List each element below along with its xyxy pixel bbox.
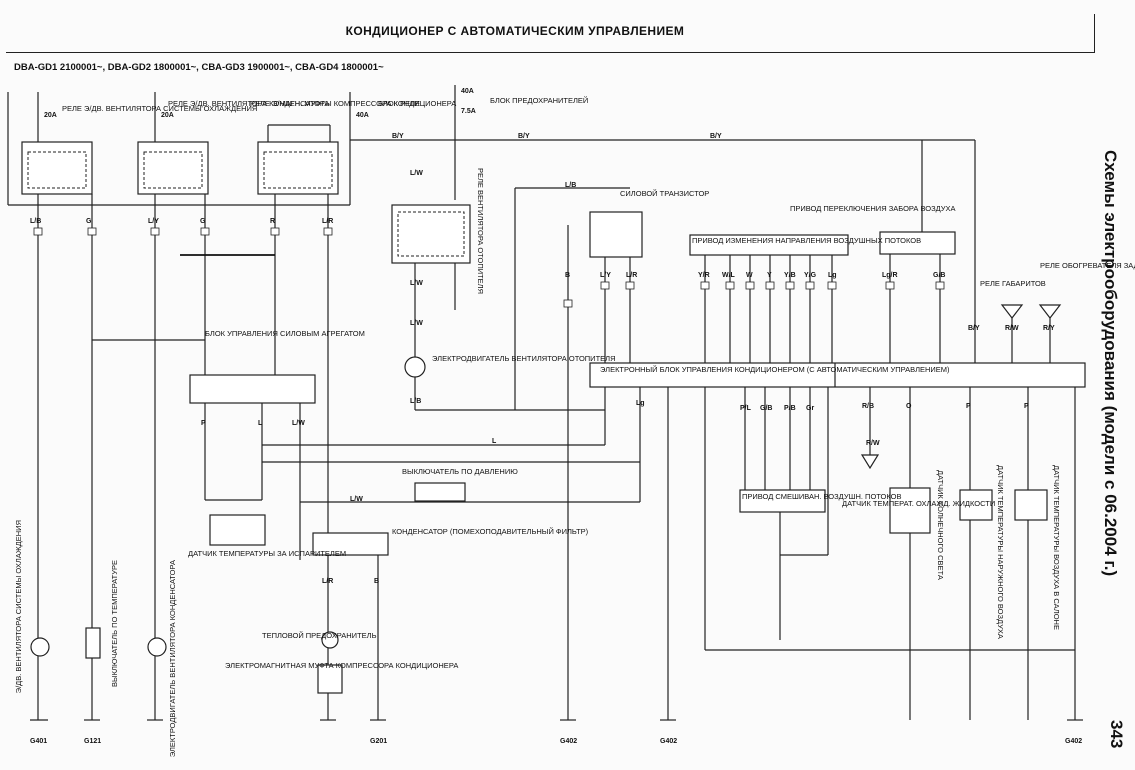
ground-label: G401 xyxy=(30,738,48,745)
relay-block-label: БЛОК РЕЛЕ xyxy=(378,99,421,108)
cooling-fan-motor-label: Э/ДВ. ВЕНТИЛЯТОРА СИСТЕМЫ ОХЛАЖДЕНИЯ xyxy=(14,520,23,694)
wire-color: L/R xyxy=(322,218,334,225)
fuse-block-label: БЛОК ПРЕДОХРАНИТЕЛЕЙ xyxy=(490,96,589,105)
coolant-temp-sensor-label: ДАТЧИК ТЕМПЕРАТ. ОХЛАЖД. ЖИДКОСТИ xyxy=(842,499,996,508)
heater-fan-motor-label: ЭЛЕКТРОДВИГАТЕЛЬ ВЕНТИЛЯТОРА ОТОПИТЕЛЯ xyxy=(432,354,616,363)
wire-color: P xyxy=(966,403,971,410)
sunlight-sensor-label: ДАТЧИК СОЛНЕЧНОГО СВЕТА xyxy=(936,470,945,580)
wire-color: L/W xyxy=(410,320,423,327)
wire-color: G/B xyxy=(760,405,773,412)
wire-color: L/W xyxy=(410,280,423,287)
wire-color: P/L xyxy=(740,405,751,412)
wire-color: Gr xyxy=(806,405,815,412)
wire-color: B/Y xyxy=(968,325,980,332)
pressure-switch-label: ВЫКЛЮЧАТЕЛЬ ПО ДАВЛЕНИЮ xyxy=(402,467,518,476)
ground-label: G201 xyxy=(370,738,388,745)
wire-color: B xyxy=(565,272,571,279)
temp-switch-label: ВЫКЛЮЧАТЕЛЬ ПО ТЕМПЕРАТУРЕ xyxy=(110,560,119,687)
wire-color: B/Y xyxy=(392,133,404,140)
relay-heater-fan-label: РЕЛЕ ВЕНТИЛЯТОРА ОТОПИТЕЛЯ xyxy=(476,168,485,295)
wire-color: L/W xyxy=(350,496,363,503)
model-range: DBA-GD1 2100001~, DBA-GD2 1800001~, CBA-… xyxy=(14,62,384,73)
wire-color: G xyxy=(200,218,206,225)
ground-label: G402 xyxy=(660,738,678,745)
wire-color: Y xyxy=(767,272,772,279)
evaporator-sensor-label: ДАТЧИК ТЕМПЕРАТУРЫ ЗА ИСПАРИТЕЛЕМ xyxy=(188,549,347,558)
wire-color: G/B xyxy=(933,272,946,279)
wire-color: Y/B xyxy=(784,272,796,279)
wire-color: B/Y xyxy=(710,133,722,140)
relay-compressor-clutch-label: РЕЛЕ Э/МАГН. МУФТЫ КОМПРЕССОРА КОНДИЦИОН… xyxy=(250,99,457,108)
compressor-clutch-label: ЭЛЕКТРОМАГНИТНАЯ МУФТА КОМПРЕССОРА КОНДИ… xyxy=(225,661,459,670)
thermal-fuse-label: ТЕПЛОВОЙ ПРЕДОХРАНИТЕЛЬ xyxy=(262,631,377,640)
condenser-label: КОНДЕНСАТОР (ПОМЕХОПОДАВИТЕЛЬНЫЙ ФИЛЬТР) xyxy=(392,527,589,536)
wire-color: B/Y xyxy=(518,133,530,140)
header-frame xyxy=(6,14,1095,53)
fuse-rating: 20A xyxy=(161,112,174,119)
wire-color: P/B xyxy=(784,405,796,412)
wire-color: P xyxy=(1024,403,1029,410)
wire-color: R/Y xyxy=(1043,325,1055,332)
wire-color: Lg/R xyxy=(882,272,898,279)
wire-color: O xyxy=(906,403,912,410)
schematic-lines xyxy=(7,85,1086,721)
wire-color: B xyxy=(374,578,380,585)
wire-color: R/W xyxy=(1005,325,1019,332)
mode-actuator-label: ПРИВОД ИЗМЕНЕНИЯ НАПРАВЛЕНИЯ ВОЗДУШНЫХ П… xyxy=(692,236,922,245)
wire-color: L/Y xyxy=(600,272,611,279)
cabin-temp-sensor-label: ДАТЧИК ТЕМПЕРАТУРЫ ВОЗДУХА В САЛОНЕ xyxy=(1052,465,1061,630)
wire-color: L/Y xyxy=(148,218,159,225)
relay-rear-defog-label: РЕЛЕ ОБОГРЕВАТЕЛЯ ЗАДНЕГО СТЕКЛА xyxy=(1040,261,1135,270)
wire-color: L/R xyxy=(322,578,334,585)
wire-color: L/B xyxy=(30,218,42,225)
ground-label: G121 xyxy=(84,738,102,745)
fuse-rating: 40A xyxy=(461,88,474,95)
wire-color: L/B xyxy=(410,398,422,405)
fuse-rating: 20A xyxy=(44,112,57,119)
wire-color: Lg xyxy=(636,400,645,407)
wire-color: L xyxy=(492,438,497,445)
power-transistor-label: СИЛОВОЙ ТРАНЗИСТОР xyxy=(620,189,710,198)
section-title: Схемы электрооборудования (модели с 06.2… xyxy=(1101,150,1120,577)
fuse-rating: 7.5A xyxy=(461,108,476,115)
wire-color: W xyxy=(746,272,753,279)
wire-color: L/B xyxy=(565,182,577,189)
wire-color: W/L xyxy=(722,272,735,279)
relay-cooling-fan-label: РЕЛЕ Э/ДВ. ВЕНТИЛЯТОРА СИСТЕМЫ ОХЛАЖДЕНИ… xyxy=(62,104,258,113)
relay-condenser-fan-label: РЕЛЕ Э/ДВ. ВЕНТИЛЯТОРА КОНДЕНСАТОРА xyxy=(168,99,330,108)
relay-marker-lights-label: РЕЛЕ ГАБАРИТОВ xyxy=(980,279,1046,288)
wire-color: L/W xyxy=(410,170,423,177)
wire-color: Lg xyxy=(828,272,837,279)
wire-color: R/W xyxy=(866,440,880,447)
wire-color: L xyxy=(258,420,263,427)
wire-color: R xyxy=(270,218,276,225)
page-number: 343 xyxy=(1107,720,1126,749)
wire-color: G xyxy=(86,218,92,225)
outside-temp-sensor-label: ДАТЧИК ТЕМПЕРАТУРЫ НАРУЖНОГО ВОЗДУХА xyxy=(996,465,1005,639)
condenser-fan-motor-label: ЭЛЕКТРОДВИГАТЕЛЬ ВЕНТИЛЯТОРА КОНДЕНСАТОР… xyxy=(168,560,177,758)
page-title: КОНДИЦИОНЕР С АВТОМАТИЧЕСКИМ УПРАВЛЕНИЕМ xyxy=(345,24,685,38)
wire-color: R/B xyxy=(862,403,875,410)
fuse-rating: 40A xyxy=(356,112,369,119)
wire-color: Y/R xyxy=(698,272,710,279)
climate-ecu-label: ЭЛЕКТРОННЫЙ БЛОК УПРАВЛЕНИЯ КОНДИЦИОНЕРО… xyxy=(600,365,950,374)
ground-label: G402 xyxy=(1065,738,1083,745)
powertrain-control-label: БЛОК УПРАВЛЕНИЯ СИЛОВЫМ АГРЕГАТОМ xyxy=(205,329,365,338)
blend-actuator-label: ПРИВОД СМЕШИВАН. ВОЗДУШН. ПОТОКОВ xyxy=(742,492,902,501)
air-intake-actuator-label: ПРИВОД ПЕРЕКЛЮЧЕНИЯ ЗАБОРА ВОЗДУХА xyxy=(790,204,956,213)
wire-color: Y/G xyxy=(804,272,817,279)
wire-color: P xyxy=(201,420,206,427)
wire-color: L/R xyxy=(626,272,638,279)
wire-color: L/W xyxy=(292,420,305,427)
ground-label: G402 xyxy=(560,738,578,745)
